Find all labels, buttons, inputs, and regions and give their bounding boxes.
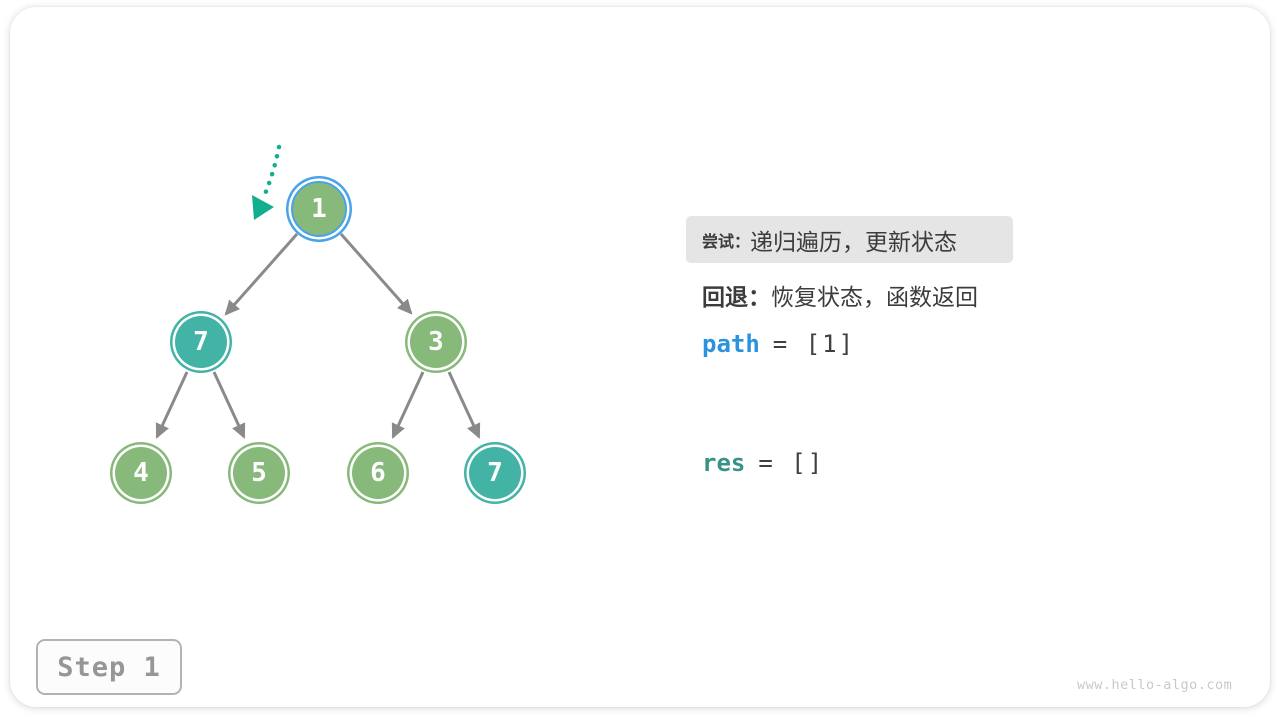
tree-node: 3 [410, 316, 462, 368]
res-state-line: res = [] [702, 449, 824, 477]
tree-edge [339, 233, 413, 315]
path-state-line: path = [1] [702, 330, 855, 358]
tree-edge [212, 371, 246, 439]
backtrack-text: 恢复状态，函数返回 [771, 284, 978, 310]
node-label: 5 [251, 458, 267, 488]
node-label: 1 [311, 194, 327, 224]
tree-node: 7 [175, 316, 227, 368]
pointer-arrow-head-icon [252, 195, 274, 220]
try-label: 尝试： [702, 233, 751, 251]
step-badge: Step 1 [36, 639, 182, 695]
tree-edge [391, 371, 425, 439]
node-label: 4 [133, 458, 149, 488]
try-line-highlight: 尝试：递归遍历，更新状态 [686, 216, 1013, 263]
node-label: 7 [487, 458, 503, 488]
path-value: = [1] [772, 330, 856, 358]
res-value: = [] [758, 449, 825, 477]
tree-node: 5 [233, 447, 285, 499]
try-text: 递归遍历，更新状态 [750, 228, 958, 255]
tree-edge [224, 233, 299, 316]
node-label: 7 [193, 327, 209, 357]
node-label: 3 [428, 327, 444, 357]
backtrack-line: 回退：恢复状态，函数返回 [702, 283, 978, 311]
backtrack-label: 回退： [702, 284, 771, 310]
tree-edge [447, 371, 481, 439]
tree-node: 4 [115, 447, 167, 499]
path-variable: path [702, 330, 760, 358]
tree-node: 7 [469, 447, 521, 499]
node-label: 6 [370, 458, 386, 488]
tree-node-current: 1 [291, 181, 347, 237]
watermark: www.hello-algo.com [1077, 677, 1233, 693]
tree-node: 6 [352, 447, 404, 499]
res-variable: res [702, 449, 746, 477]
pointer-arrow-dots [262, 144, 282, 197]
tree-edge [155, 371, 189, 439]
